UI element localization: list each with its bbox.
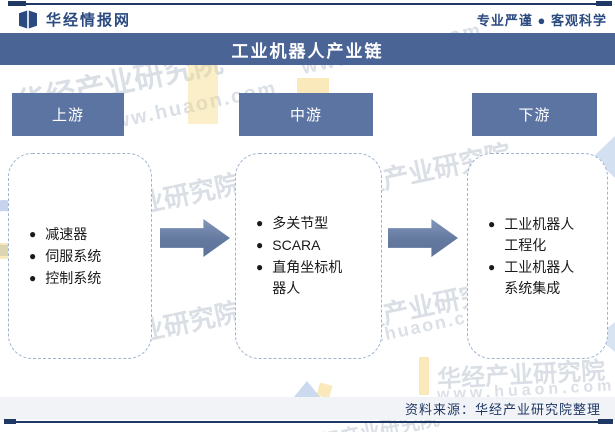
stage-label-upstream: 上游 (12, 93, 124, 136)
page-title: 工业机器人产业链 (231, 41, 384, 61)
header-slogan: 专业严谨 ● 客观科学 (476, 12, 607, 28)
decor-blue-triangle (293, 381, 321, 398)
midstream-list: ● 多关节型 ● SCARA ● 直角坐标机器人 (256, 212, 381, 300)
bullet-icon: ● (488, 216, 496, 231)
bullet-icon: ● (256, 216, 264, 230)
list-item: ● 控制系统 (29, 268, 151, 289)
list-item-text: 伺服系统 (45, 247, 102, 264)
node-downstream: ● 工业机器人工程化 ● 工业机器人系统集成 (467, 153, 608, 359)
bullet-icon: ● (256, 260, 264, 274)
stage-label-text: 下游 (518, 107, 551, 124)
stage-label-text: 中游 (289, 107, 322, 124)
list-item: ● 直角坐标机器人 (256, 257, 381, 299)
list-item-text: 多关节型 (272, 215, 329, 231)
title-bar: 工业机器人产业链 (0, 33, 615, 65)
list-item: ● 工业机器人工程化 (488, 214, 607, 256)
top-rule-right-tick (596, 1, 612, 6)
list-item-text: 工业机器人系统集成 (504, 258, 575, 296)
list-item: ● 工业机器人系统集成 (488, 257, 607, 299)
bullet-icon: ● (488, 259, 496, 274)
list-item-text: 直角坐标机器人 (272, 259, 343, 296)
bullet-icon: ● (29, 226, 37, 241)
open-book-logo-icon (19, 10, 37, 28)
brand: 华经情报网 (17, 9, 131, 30)
list-item: ● SCARA (256, 235, 381, 256)
source-bar: 资料来源：华经产业研究院整理 (0, 397, 615, 420)
bottom-rule (4, 421, 613, 423)
downstream-list: ● 工业机器人工程化 ● 工业机器人系统集成 (488, 213, 607, 300)
top-rule (8, 3, 612, 5)
upstream-list: ● 减速器 ● 伺服系统 ● 控制系统 (29, 223, 151, 290)
bottom-rule-left-tick (4, 419, 16, 424)
list-item-text: 减速器 (45, 225, 88, 242)
list-item-text: SCARA (272, 237, 321, 253)
bullet-icon: ● (29, 270, 37, 285)
list-item-text: 控制系统 (45, 269, 102, 286)
stage-label-downstream: 下游 (472, 93, 597, 136)
list-item: ● 减速器 (29, 224, 151, 245)
list-item: ● 伺服系统 (29, 246, 151, 267)
flow-arrow-icon (160, 219, 230, 257)
list-item: ● 多关节型 (256, 213, 381, 234)
site-header: 华经情报网 专业严谨 ● 客观科学 (0, 6, 615, 32)
bottom-rule-right-tick (598, 419, 613, 424)
node-midstream: ● 多关节型 ● SCARA ● 直角坐标机器人 (235, 153, 382, 359)
stage-label-midstream: 中游 (239, 93, 373, 136)
source-text: 资料来源：华经产业研究院整理 (404, 402, 601, 417)
top-rule-left-tick (8, 1, 26, 6)
stage-label-text: 上游 (51, 107, 84, 124)
decor-yellow-strip (188, 56, 218, 124)
bullet-icon: ● (256, 238, 264, 252)
flow-arrow-icon (388, 219, 458, 257)
brand-name: 华经情报网 (46, 11, 132, 29)
decor-yellow-strip (419, 357, 429, 395)
bullet-icon: ● (29, 248, 37, 263)
node-upstream: ● 减速器 ● 伺服系统 ● 控制系统 (8, 153, 152, 359)
list-item-text: 工业机器人工程化 (504, 215, 575, 253)
